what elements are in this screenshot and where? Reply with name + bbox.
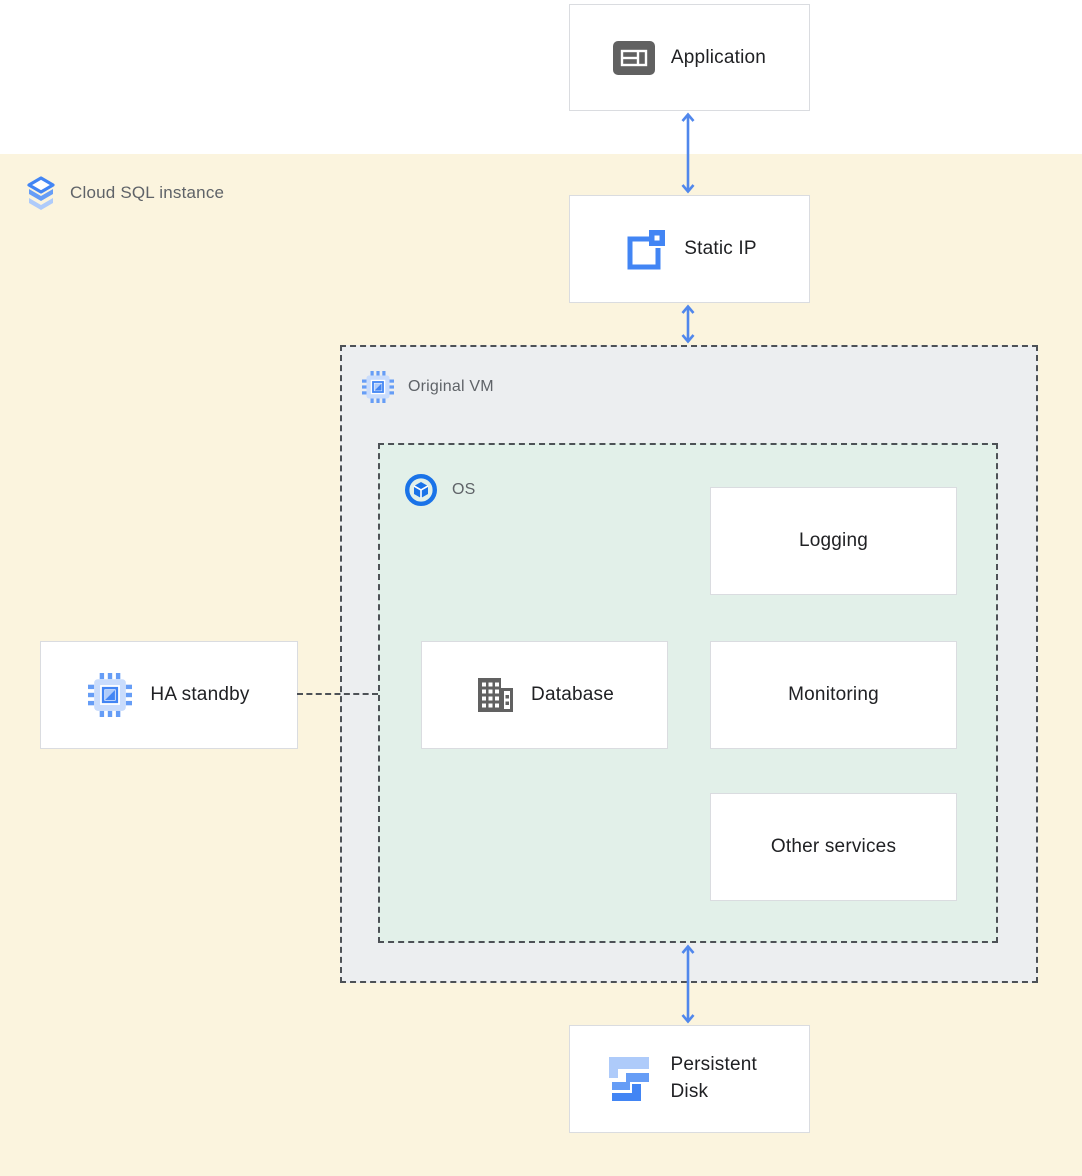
cloud-sql-icon xyxy=(27,176,55,210)
logging-node: Logging xyxy=(710,487,957,595)
top-white-band xyxy=(0,0,1082,154)
double-arrow-icon xyxy=(681,112,695,194)
static-ip-icon xyxy=(627,230,666,270)
other-services-node: Other services xyxy=(710,793,957,901)
double-arrow-icon xyxy=(681,944,695,1024)
double-arrow-icon xyxy=(681,304,695,344)
os-label: OS xyxy=(452,481,476,498)
os-label-group: OS xyxy=(404,473,476,507)
persistent-disk-label: Persistent Disk xyxy=(670,1054,757,1102)
static-ip-label: Static IP xyxy=(684,238,757,259)
ha-standby-connector-line xyxy=(297,693,378,695)
cloud-sql-instance-label-group: Cloud SQL instance xyxy=(26,176,224,210)
cloud-sql-instance-label: Cloud SQL instance xyxy=(70,183,225,202)
persistent-disk-icon xyxy=(608,1057,649,1101)
application-icon xyxy=(612,40,655,75)
other-services-label: Other services xyxy=(770,836,897,857)
application-label: Application xyxy=(670,46,767,68)
ha-standby-node: HA standby xyxy=(40,641,298,749)
database-label: Database xyxy=(531,684,614,705)
persistent-disk-node: Persistent Disk xyxy=(569,1025,810,1133)
ha-standby-label: HA standby xyxy=(150,684,250,705)
original-vm-label: Original VM xyxy=(408,378,494,395)
monitoring-node: Monitoring xyxy=(710,641,957,749)
os-icon xyxy=(404,473,438,507)
original-vm-label-group: Original VM xyxy=(362,371,494,403)
compute-engine-icon xyxy=(362,371,394,403)
monitoring-label: Monitoring xyxy=(788,684,879,705)
database-icon xyxy=(478,678,514,712)
compute-engine-icon xyxy=(88,673,133,717)
application-node: Application xyxy=(569,4,810,111)
database-node: Database xyxy=(421,641,668,749)
static-ip-node: Static IP xyxy=(569,195,810,303)
logging-label: Logging xyxy=(798,530,869,551)
